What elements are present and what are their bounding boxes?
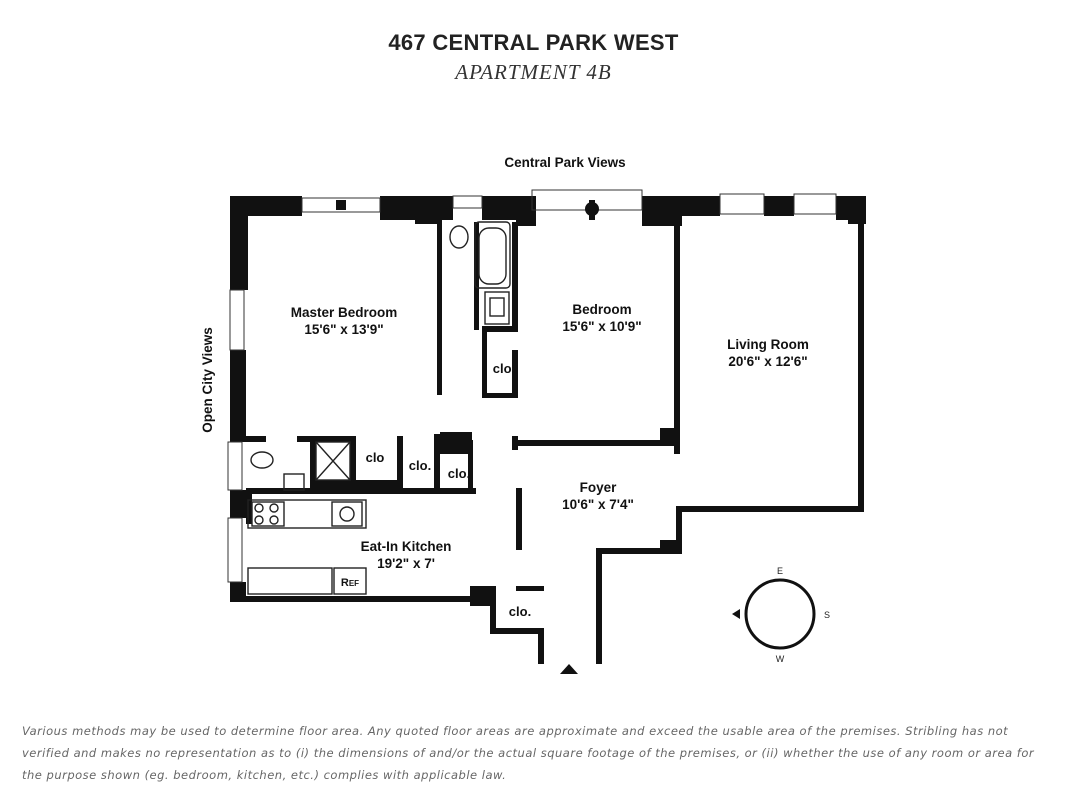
toilet-icon: [250, 451, 274, 469]
foyer-dims: 10'6" x 7'4": [562, 497, 634, 512]
living-room-dims: 20'6" x 12'6": [728, 354, 807, 369]
bathtub: [474, 221, 511, 289]
entrance-arrow-icon: [560, 664, 578, 674]
living-room-name: Living Room: [727, 337, 809, 352]
compass-right-label: S: [824, 610, 830, 620]
compass-top-label: E: [777, 566, 783, 576]
bedroom-dims: 15'6" x 10'9": [562, 319, 641, 334]
side-view-label: Open City Views: [200, 327, 215, 433]
shower-icon: [315, 441, 351, 481]
exterior-walls: [230, 196, 866, 606]
closet-label: clo.: [448, 466, 470, 481]
kitchen-counter-lower: [247, 567, 333, 595]
sink-icon: [484, 291, 510, 325]
fixtures: [247, 221, 511, 595]
windows: [227, 189, 837, 583]
closet-label: clo.: [509, 604, 531, 619]
stove-icon: [251, 501, 285, 527]
kitchen-dims: 19'2" x 7': [377, 556, 435, 571]
foyer-name: Foyer: [580, 480, 618, 495]
disclaimer-text: Various methods may be used to determine…: [22, 724, 1035, 782]
kitchen-name: Eat-In Kitchen: [361, 539, 452, 554]
interior-walls: [246, 220, 864, 664]
plan-subtitle: APARTMENT 4B: [455, 60, 612, 84]
toilet-icon: [449, 225, 469, 249]
compass-icon: E S W: [732, 566, 830, 664]
master-bedroom-dims: 15'6" x 13'9": [304, 322, 383, 337]
closet-label: clo: [366, 450, 385, 465]
kitchen-counter: [247, 499, 367, 529]
kitchen-sink-icon: [331, 501, 363, 527]
bath-sink-icon: [283, 473, 305, 491]
refrigerator: [333, 567, 367, 595]
closet-label: clo.: [409, 458, 431, 473]
bedroom-name: Bedroom: [572, 302, 631, 317]
refrigerator-label: Ref: [341, 577, 359, 589]
closet-label: clo.: [493, 361, 515, 376]
plan-title: 467 CENTRAL PARK WEST: [388, 30, 679, 55]
compass-bottom-label: W: [776, 654, 785, 664]
top-view-label: Central Park Views: [504, 155, 625, 170]
floor-plan: Central Park Views Open City Views Maste…: [200, 155, 866, 674]
master-bedroom-name: Master Bedroom: [291, 305, 398, 320]
